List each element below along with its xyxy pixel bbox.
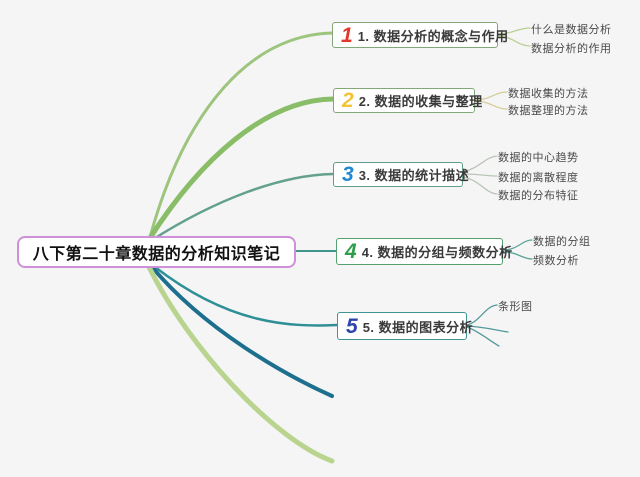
branch-node-3[interactable]: 3 3. 数据的统计描述 (333, 162, 469, 187)
branch-2-curve (147, 96, 336, 241)
branch-label-3: 3. 数据的统计描述 (358, 168, 470, 183)
leaf-topic[interactable]: 数据的分组 (533, 236, 591, 248)
branch-5-child-line (466, 326, 500, 347)
unlabeled-branch-curve-green (146, 264, 335, 464)
branch-2-child-line (474, 91, 508, 101)
branch-number-4: 4 (345, 240, 357, 263)
leaf-topic[interactable]: 什么是数据分析 (531, 24, 612, 36)
branch-4-child-line (502, 239, 533, 251)
branch-5-curve (153, 265, 339, 327)
branch-1-child-line (497, 27, 531, 35)
branch-number-5: 5 (346, 314, 358, 338)
branch-number-1: 1 (341, 23, 353, 47)
leaf-topic[interactable]: 条形图 (498, 301, 533, 313)
branch-node-5[interactable]: 5 5. 数据的图表分析 (337, 312, 473, 340)
unlabeled-branch-curve-teal (150, 265, 334, 398)
branch-3-child-line (462, 176, 498, 195)
branch-5-child-line (466, 304, 498, 326)
branch-node-4[interactable]: 4 4. 数据的分组与频数分析 (336, 238, 512, 265)
branch-2-child-line (474, 100, 508, 110)
leaf-topic[interactable]: 数据分析的作用 (531, 43, 612, 55)
branch-label-2: 2. 数据的收集与整理 (358, 94, 483, 109)
branch-5-child-line (466, 325, 509, 333)
branch-number-2: 2 (342, 89, 354, 112)
branch-3-curve (150, 172, 335, 242)
branch-node-1[interactable]: 1 1. 数据分析的概念与作用 (332, 22, 508, 48)
branch-3-child-line (462, 155, 498, 173)
leaf-topic[interactable]: 数据整理的方法 (508, 105, 589, 117)
leaf-topic[interactable]: 数据的离散程度 (498, 172, 579, 184)
branch-number-3: 3 (342, 163, 354, 186)
root-topic-label: 八下第二十章数据的分析知识笔记 (32, 246, 281, 263)
branch-4-child-line (502, 251, 533, 260)
branch-node-2[interactable]: 2 2. 数据的收集与整理 (333, 88, 482, 113)
branch-label-1: 1. 数据分析的概念与作用 (357, 28, 509, 44)
branch-label-5: 5. 数据的图表分析 (362, 319, 474, 335)
root-topic-node[interactable]: 八下第二十章数据的分析知识笔记 (17, 236, 296, 268)
leaf-topic[interactable]: 数据收集的方法 (508, 88, 589, 100)
leaf-topic[interactable]: 频数分析 (533, 255, 579, 267)
leaf-topic[interactable]: 数据的分布特征 (498, 190, 579, 202)
branch-1-curve (148, 31, 334, 239)
branch-3-child-line (462, 173, 498, 177)
branch-label-4: 4. 数据的分组与频数分析 (361, 245, 513, 260)
leaf-topic[interactable]: 数据的中心趋势 (498, 152, 579, 164)
branch-1-child-line (497, 35, 531, 47)
